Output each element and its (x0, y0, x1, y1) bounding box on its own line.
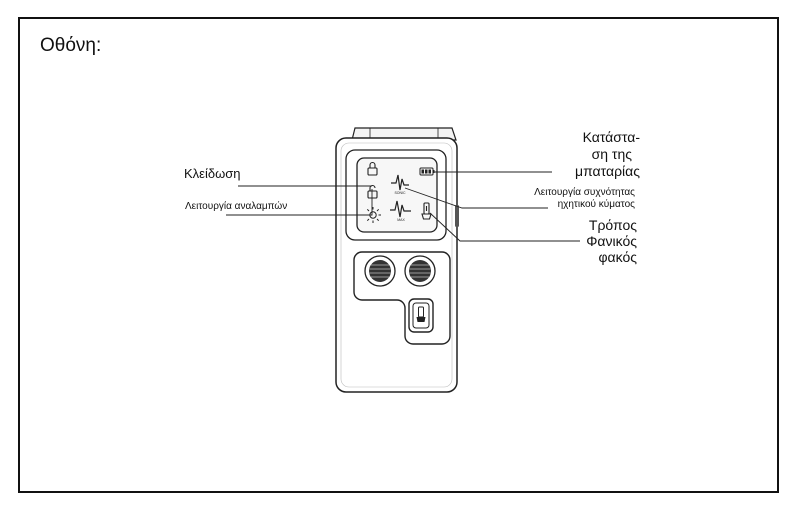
label-sonic-mode: Λειτουργία συχνότητας ηχητικού κύματος (534, 187, 635, 210)
callout-line-sonic (404, 187, 548, 209)
max-wave-icon (390, 200, 411, 218)
device-screen (356, 157, 438, 233)
callout-line-flash (226, 189, 373, 216)
max-text: MAX (397, 218, 405, 222)
label-lock: Κλείδωση (184, 166, 241, 181)
lock-icon (367, 161, 378, 176)
diagram-title: Οθόνη: (40, 35, 102, 56)
flashlight-icon (421, 202, 432, 220)
right-speaker-grille (404, 255, 436, 287)
sonic-text: SONIC (394, 191, 406, 195)
label-flash-mode: Λειτουργία αναλαμπών (185, 201, 288, 212)
callout-line-flashlight (429, 212, 580, 242)
label-battery-status: Κατάστα- ση της μπαταρίας (575, 129, 640, 179)
sonic-wave-icon (391, 174, 409, 191)
flashlight-button (408, 298, 434, 333)
diagram-frame (18, 17, 779, 493)
side-button (455, 205, 459, 227)
label-flashlight-mode: Τρόπος Φανικός φακός (586, 217, 637, 265)
battery-icon (419, 167, 435, 176)
left-speaker-grille (364, 255, 396, 287)
